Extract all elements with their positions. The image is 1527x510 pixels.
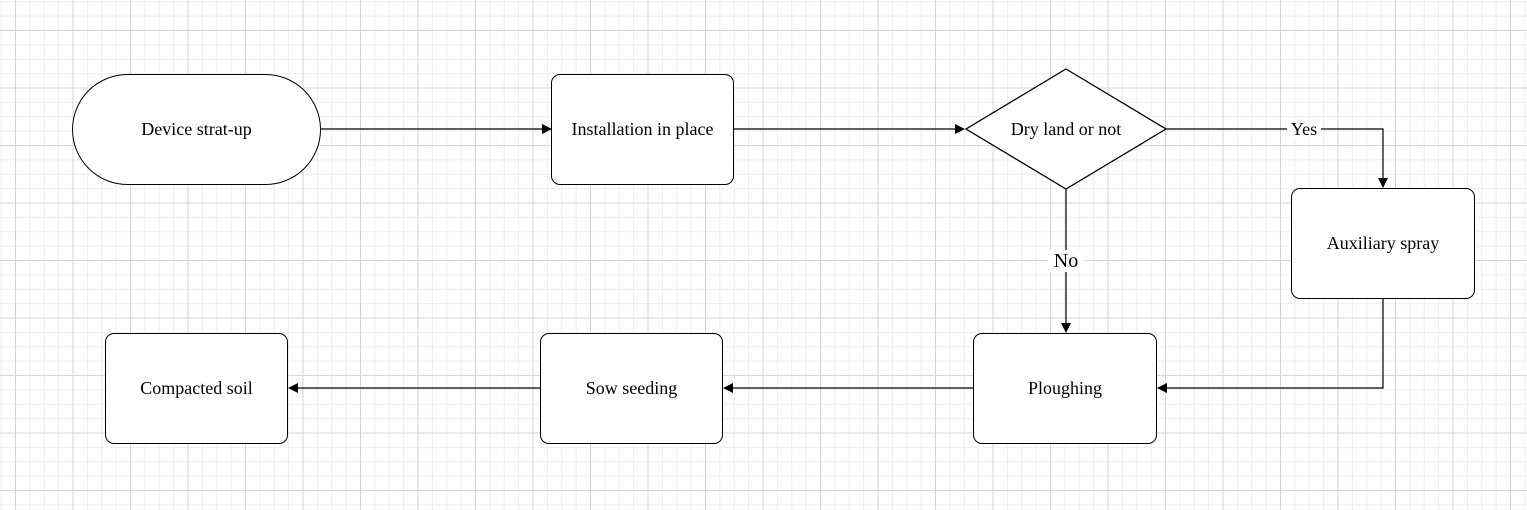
edge-spray-to-ploughing [1157,298,1384,393]
node-label-ploughing: Ploughing [1027,378,1102,398]
node-label-device-startup: Device strat-up [141,119,252,139]
node-device-startup[interactable]: Device strat-up [72,74,321,185]
node-auxiliary-spray[interactable]: Auxiliary spray [1291,188,1475,299]
node-sow-seeding[interactable]: Sow seeding [540,333,723,444]
edge-label-yes: Yes [1287,119,1321,139]
node-label-compacted-soil: Compacted soil [140,378,253,398]
node-label-installation: Installation in place [571,119,714,139]
edge-label-no: No [1048,250,1084,272]
node-label-auxiliary-spray: Auxiliary spray [1326,233,1440,253]
node-installation[interactable]: Installation in place [551,74,734,185]
edge-decision-to-spray [1166,128,1388,188]
node-label-sow-seeding: Sow seeding [585,378,678,398]
node-ploughing[interactable]: Ploughing [973,333,1157,444]
node-label-decision: Dry land or not [1010,118,1122,139]
node-compacted-soil[interactable]: Compacted soil [105,333,288,444]
